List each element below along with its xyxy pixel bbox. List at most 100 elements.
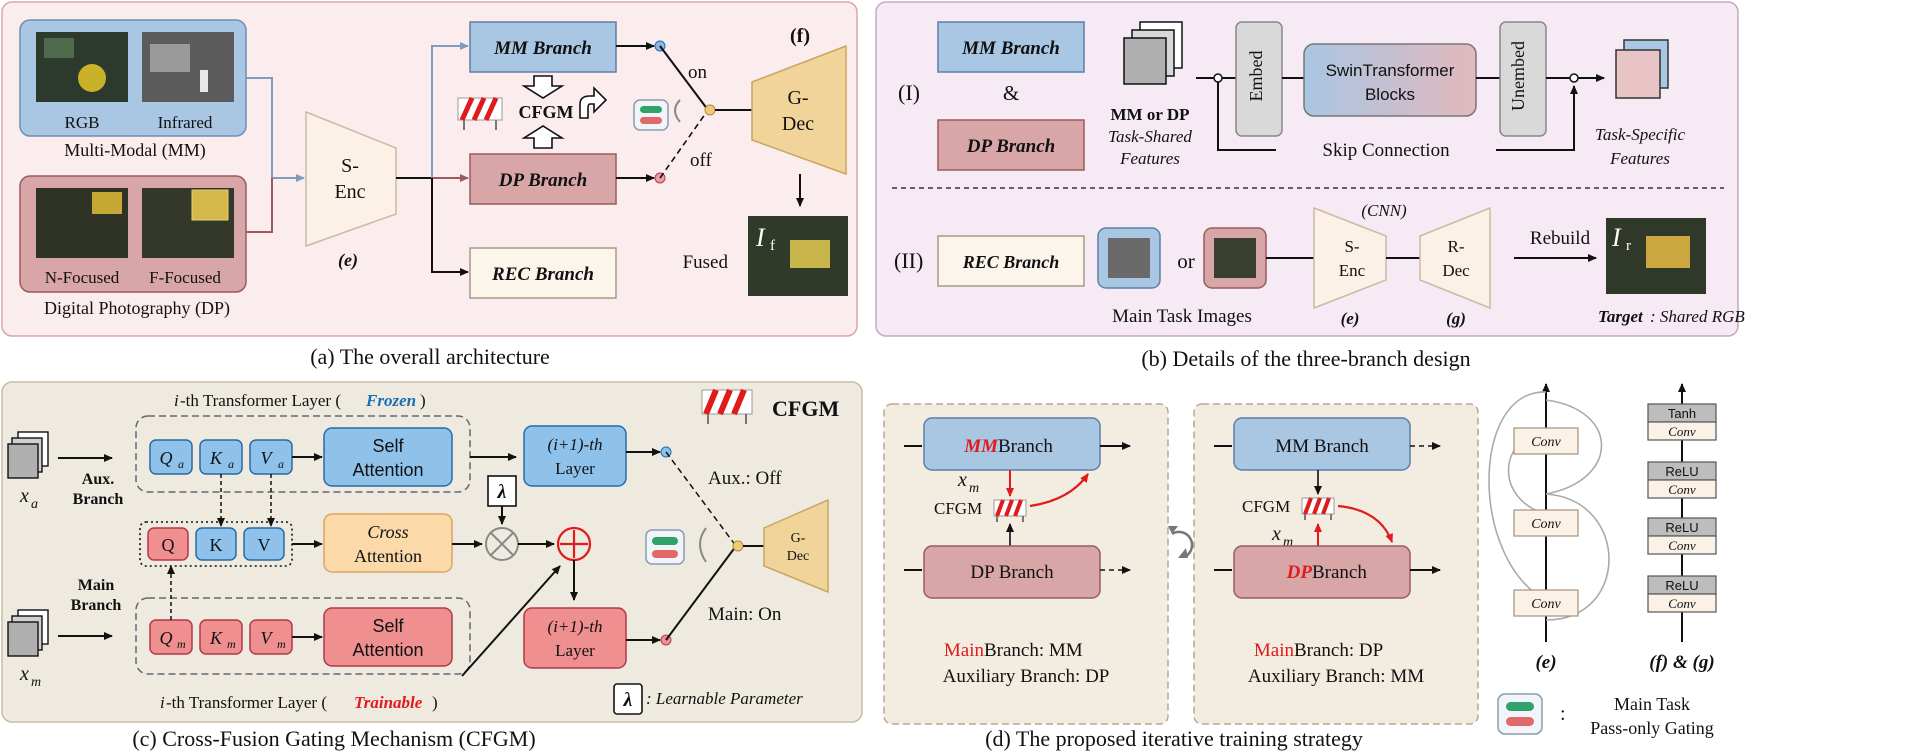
on-switch-line bbox=[659, 45, 709, 111]
left-curve-red-arrow bbox=[1029, 473, 1089, 508]
target-label-bold: Target bbox=[1598, 307, 1644, 326]
self-attention-trainable-label-1: Self bbox=[372, 616, 404, 636]
s-enc-label-b1: S- bbox=[1344, 237, 1359, 256]
main-task-image-dp-content bbox=[1214, 238, 1256, 278]
infrared-image-detail bbox=[150, 44, 190, 72]
left-cfgm-gate-icon bbox=[993, 499, 1027, 522]
xa-feature-stack bbox=[7, 431, 49, 479]
rec-branch-label-b: REC Branch bbox=[962, 252, 1060, 272]
nfocused-label: N-Focused bbox=[45, 268, 120, 287]
rec-branch-box-b bbox=[937, 235, 1085, 287]
e-conv-2-label: Conv bbox=[1531, 517, 1561, 532]
lambda-legend-symbol: λ bbox=[623, 689, 633, 711]
mm-branch-box-b bbox=[937, 21, 1085, 73]
xm-subscript: m bbox=[31, 675, 41, 690]
self-attention-frozen-label-1: Self bbox=[372, 436, 404, 456]
rgb-label: RGB bbox=[65, 113, 100, 132]
left-mm-rest: Branch bbox=[998, 436, 1053, 457]
k-symbol: K bbox=[210, 535, 223, 555]
if-symbol: I bbox=[755, 223, 766, 252]
gating-toggle-icon-legend bbox=[1497, 693, 1543, 735]
q-box bbox=[147, 527, 189, 561]
rgb-image-car bbox=[78, 64, 106, 92]
left-aux-label: Auxiliary Branch: DP bbox=[943, 666, 1110, 687]
task-shared-label-1: Task-Shared bbox=[1108, 127, 1192, 146]
mm-or-dp-label: MM or DP bbox=[1111, 105, 1190, 124]
g-label-b: (g) bbox=[1446, 309, 1466, 328]
task-specific-feature-stack bbox=[1615, 39, 1669, 99]
gate-curve-a bbox=[674, 99, 681, 123]
multiply-op-cross bbox=[490, 532, 514, 556]
right-main-rest: Branch: DP bbox=[1294, 640, 1383, 661]
main-branch-label-2: Branch bbox=[71, 597, 122, 614]
trainable-mid: -th Transformer Layer ( bbox=[166, 693, 327, 712]
v-symbol: V bbox=[258, 535, 271, 555]
cfgm-gate-icon bbox=[457, 96, 503, 130]
legend-line-1: Main Task bbox=[1614, 694, 1690, 714]
fg-tanh-label: Tanh bbox=[1668, 406, 1696, 421]
self-attention-frozen-label-2: Attention bbox=[352, 460, 423, 480]
right-main-red: Main bbox=[1254, 640, 1295, 661]
task-specific-label-2: Features bbox=[1609, 149, 1670, 168]
roman-1: (I) bbox=[898, 80, 920, 105]
k-box bbox=[195, 527, 237, 561]
f-label-a: (f) bbox=[790, 25, 810, 47]
e-skip-right-top bbox=[1545, 399, 1603, 495]
fused-image-detail bbox=[790, 240, 830, 268]
left-mm-bold: MM bbox=[963, 436, 999, 457]
e-skip-outer bbox=[1488, 391, 1547, 601]
frozen-layer-box bbox=[135, 415, 471, 493]
km-symbol: K bbox=[209, 628, 223, 648]
e-conv-3-label: Conv bbox=[1531, 597, 1561, 612]
skip-connection-label: Skip Connection bbox=[1322, 140, 1450, 161]
left-main-red: Main bbox=[944, 640, 985, 661]
ir-symbol: I bbox=[1611, 223, 1622, 252]
to-rec-branch-arrow bbox=[431, 178, 469, 276]
main-task-images-label: Main Task Images bbox=[1112, 306, 1252, 327]
fg-label: (f) & (g) bbox=[1649, 652, 1714, 673]
ffocused-image-detail bbox=[191, 189, 229, 221]
amp-label: & bbox=[1003, 81, 1019, 105]
next-layer-frozen-label-2: Layer bbox=[555, 459, 595, 478]
lambda-legend-label: : Learnable Parameter bbox=[646, 689, 803, 708]
skip-line-left bbox=[1217, 82, 1276, 151]
aux-off-label: Aux.: Off bbox=[708, 468, 782, 489]
panel-a: RGB Infrared Multi-Modal (MM) N-Focused … bbox=[1, 1, 858, 337]
rec-branch-box bbox=[469, 247, 617, 299]
gate-output-node bbox=[704, 104, 716, 116]
swin-block bbox=[1303, 43, 1477, 117]
e-conv-1-label: Conv bbox=[1531, 435, 1561, 450]
ka-symbol: K bbox=[209, 448, 223, 468]
s-enc-block bbox=[305, 110, 397, 248]
fg-relu-2-label: ReLU bbox=[1665, 520, 1698, 535]
right-mm-branch-box bbox=[1233, 417, 1411, 471]
qa-symbol: Q bbox=[160, 448, 173, 468]
right-cfgm-label: CFGM bbox=[1242, 497, 1290, 516]
mm-branch-label-b: MM Branch bbox=[961, 38, 1060, 59]
caption-d: (d) The proposed iterative training stra… bbox=[985, 726, 1363, 751]
e-conv-1 bbox=[1513, 427, 1579, 455]
next-layer-trainable-label-2: Layer bbox=[555, 641, 595, 660]
gating-toggle-icon-c bbox=[645, 529, 685, 565]
self-attention-frozen-box bbox=[323, 427, 453, 487]
infrared-label: Infrared bbox=[158, 113, 213, 132]
xm-symbol: x bbox=[19, 663, 29, 685]
to-mm-branch-arrow bbox=[431, 42, 469, 178]
right-dp-bold: DP bbox=[1286, 562, 1313, 583]
self-attention-trainable-box bbox=[323, 607, 453, 667]
on-label: on bbox=[688, 62, 708, 83]
left-xm-subscript: m bbox=[969, 481, 979, 496]
g-dec-block bbox=[751, 44, 847, 176]
gate-curve-c bbox=[699, 527, 707, 563]
frozen-i: i bbox=[174, 391, 179, 410]
rebuild-image-detail bbox=[1646, 236, 1690, 268]
e-label: (e) bbox=[1535, 652, 1556, 673]
ka-subscript: a bbox=[228, 457, 234, 471]
frozen-word: Frozen bbox=[365, 391, 416, 410]
left-dp-label: DP Branch bbox=[970, 562, 1054, 583]
left-mm-branch-box bbox=[923, 417, 1101, 471]
right-xm-symbol: x bbox=[1271, 523, 1281, 545]
v-box bbox=[243, 527, 285, 561]
cross-attention-label-2: Attention bbox=[354, 546, 422, 566]
main-branch-label-1: Main bbox=[78, 577, 115, 594]
